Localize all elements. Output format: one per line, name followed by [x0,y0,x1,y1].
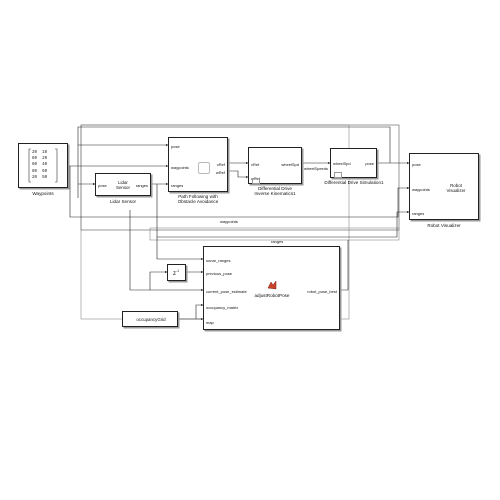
matrix-row: 60 40 [32,163,48,168]
path-in-pose-port: pose [171,144,180,149]
lidar-caption: Lidar Sensor [109,199,137,204]
path-in-waypoints-port: waypoints [171,165,189,170]
unit-delay-block[interactable]: z-1 [167,264,186,281]
adjust-in-map-port: map [206,320,214,325]
adjust-out-robot-pose-best-port: robot_pose_best [307,289,337,294]
robot-visualizer-block[interactable]: pose waypoints ranges Robot Visualizer [409,153,479,220]
drive-simulation-caption: Differential Drive Simulation1 [324,180,384,185]
waypoints-matrix [28,148,58,183]
occupancy-grid-label: occupancyGrid [136,317,166,322]
lidar-title: Lidar Sensor [116,180,130,190]
viz-in-pose-port: pose [412,162,421,167]
drive-simulation-block[interactable]: wheelSpd pose [330,148,377,178]
path-in-ranges-port: ranges [171,183,184,188]
matrix-row: 60 20 [32,157,48,162]
adjust-in-occupancy-matrix-port: occupancy_matrix [206,305,239,310]
ranges-wire-label: ranges [271,239,284,244]
viz-in-ranges-port: ranges [412,211,425,216]
matrix-row: 20 50 [32,175,48,180]
stateflow-icon [198,162,210,174]
signal-lines [68,126,410,321]
wheelspeeds-wire-label: wheelSpeeds [303,166,329,171]
adjust-in-current-pose-estimate-port: current_pose_estimate [206,289,247,294]
path-following-block[interactable]: pose waypoints ranges vRef wRef [168,137,228,192]
lidar-sensor-block[interactable]: pose Lidar Sensor ranges [95,173,151,196]
robot-visualizer-caption: Robot Visualizer [427,223,461,228]
adjust-block-title: adjustRobotPose [254,293,290,298]
robotics-icon [252,178,260,184]
ik-in-vref-port: vRef [251,162,260,167]
adjust-in-previous-pose-port: previous_pose [206,271,233,276]
waypoints-caption: Waypoints [32,191,54,196]
occupancy-grid-block[interactable]: occupancyGrid [122,311,178,327]
path-out-wref-port: wRef [215,170,225,175]
inverse-kinematics-block[interactable]: vRef wRef wheelSpd [248,147,302,184]
sim-in-wheelspd-port: wheelSpd [333,161,351,166]
viz-in-waypoints-port: waypoints [412,187,430,192]
adjust-in-sonar-ranges-port: sonar_ranges [206,258,231,263]
path-following-caption: Path Following with Obstacle Avoidance [177,194,219,204]
waypoints-wire-label: waypoints [220,219,238,224]
sim-out-pose-port: pose [365,161,374,166]
lidar-out-ranges-port: ranges [135,183,148,188]
lidar-in-pose-port: pose [98,183,107,188]
matrix-row: 20 10 [32,151,48,155]
matrix-row: 60 60 [32,169,48,174]
ik-out-wheelspd-port: wheelSpd [281,162,299,167]
viz-title: Robot Visualizer [446,183,466,193]
matlab-function-icon [267,280,277,290]
robotics-icon [334,172,342,178]
waypoints-block[interactable]: 20 10 60 20 60 40 60 60 20 50 [18,143,68,188]
adjust-robot-pose-block[interactable]: sonar_ranges previous_pose current_pose_… [203,246,340,330]
ranges-area-outline [149,227,400,241]
unit-delay-symbol: z-1 [173,269,180,277]
waypoints-matrix-values: 20 10 60 20 60 40 60 60 20 50 [32,150,47,181]
path-out-vref-port: vRef [216,162,225,167]
inverse-kinematics-caption: Differential Drive Inverse Kinematics1 [254,186,296,196]
